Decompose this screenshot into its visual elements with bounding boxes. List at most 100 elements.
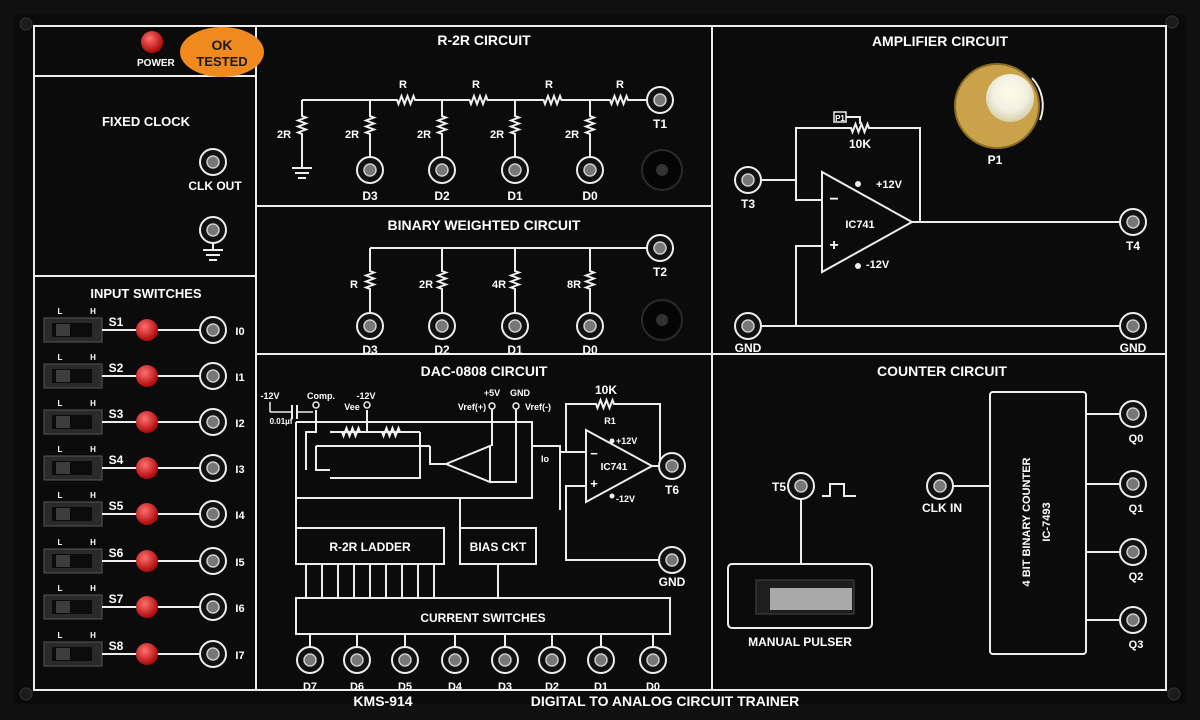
counter-chip-name: 4 BIT BINARY COUNTER [1021,457,1033,586]
dac-vneg-label: -12V [616,494,635,504]
switch-high-label: H [90,631,96,640]
switch-low-label: L [58,491,63,500]
toggle-switch[interactable] [43,363,103,389]
counter-output-socket[interactable] [1119,606,1147,634]
trainer-name: DIGITAL TO ANALOG CIRCUIT TRAINER [531,693,800,709]
counter-output-label: Q3 [1129,639,1144,651]
r2r-rung-label: 2R [277,129,291,141]
binary-input-socket[interactable] [428,312,456,340]
clock-gnd-socket[interactable] [199,216,227,244]
switch-output-socket[interactable] [199,547,227,575]
switch-output-socket[interactable] [199,362,227,390]
dac-bit-socket[interactable] [538,646,566,674]
ground-icon [292,167,312,179]
dac-bit-socket[interactable] [441,646,469,674]
dac-bit-label: D0 [646,681,660,693]
r2r-input-label: D0 [582,189,598,203]
counter-output-socket[interactable] [1119,400,1147,428]
toggle-switch[interactable] [43,455,103,481]
binary-resistor [583,248,597,312]
dac-bit-socket[interactable] [343,646,371,674]
switch-low-label: L [58,584,63,593]
r2r-series-resistor [590,93,648,107]
dac-bit-socket[interactable] [587,646,615,674]
switch-name-label: S2 [109,361,124,375]
switch-output-socket[interactable] [199,316,227,344]
switch-led-icon [136,503,158,525]
dac-output-label: T6 [665,483,679,497]
toggle-switch[interactable] [43,501,103,527]
binary-input-socket[interactable] [356,312,384,340]
dac-gnd-socket[interactable] [658,546,686,574]
r2r-input-socket[interactable] [428,156,456,184]
amp-input-socket[interactable] [734,166,762,194]
r2r-input-socket[interactable] [356,156,384,184]
r2r-rung-label: 2R [345,129,359,141]
toggle-switch[interactable] [43,409,103,435]
dac-vee-v-label: -12V [356,391,375,401]
clk-in-socket[interactable] [926,472,954,500]
amp-opamp [821,170,915,274]
r2r-title: R-2R CIRCUIT [437,32,531,48]
binary-input-label: D3 [362,343,378,357]
amp-output-socket[interactable] [1119,208,1147,236]
switch-output-socket[interactable] [199,640,227,668]
r2r-output-socket[interactable] [646,86,674,114]
dac-internal-resistor [376,425,406,439]
manual-pulser-button[interactable] [755,579,855,615]
toggle-switch[interactable] [43,641,103,667]
counter-output-socket[interactable] [1119,470,1147,498]
switch-output-socket[interactable] [199,593,227,621]
dac-bit-socket[interactable] [391,646,419,674]
toggle-switch[interactable] [43,594,103,620]
toggle-switch[interactable] [43,317,103,343]
ground-icon [203,243,223,261]
switch-high-label: H [90,307,96,316]
dac-internal-resistor [336,425,366,439]
dac-bit-socket[interactable] [296,646,324,674]
r2r-input-socket[interactable] [576,156,604,184]
binary-output-socket[interactable] [646,234,674,262]
r2r-rung-resistor [363,100,377,150]
amp-gnd-socket-left[interactable] [734,312,762,340]
amp-output-label: T4 [1126,239,1140,253]
r2r-series-resistor [515,93,590,107]
amp-gnd-socket-right[interactable] [1119,312,1147,340]
banana-jack[interactable] [641,149,683,191]
ok-tested-sticker: OK TESTED [180,27,264,77]
r2r-series-resistor [442,93,515,107]
switch-output-socket[interactable] [199,408,227,436]
pot-value: 10K [849,137,871,151]
current-switches-label: CURRENT SWITCHES [420,611,545,625]
knob-label: P1 [988,153,1003,167]
dac-bit-socket[interactable] [639,646,667,674]
switch-output-label: I6 [235,603,244,615]
t5-socket[interactable] [787,472,815,500]
potentiometer-knob[interactable] [954,63,1044,149]
binary-input-socket[interactable] [501,312,529,340]
counter-chip-part: IC-7493 [1041,502,1053,541]
dac-bit-socket[interactable] [491,646,519,674]
dac-io-label: Io [541,454,550,464]
switch-name-label: S7 [109,592,124,606]
binary-input-socket[interactable] [576,312,604,340]
clk-out-socket[interactable] [199,148,227,176]
dac-title: DAC-0808 CIRCUIT [421,363,548,379]
amp-vneg-label: -12V [866,259,890,271]
banana-jack[interactable] [641,299,683,341]
switch-output-socket[interactable] [199,500,227,528]
r2r-rung-resistor [583,100,597,150]
dac-bit-label: D1 [594,681,608,693]
r2r-input-socket[interactable] [501,156,529,184]
amp-plus-sign: + [829,237,838,254]
switch-output-socket[interactable] [199,454,227,482]
power-led-icon [141,31,163,53]
dac-output-socket[interactable] [658,452,686,480]
toggle-switch[interactable] [43,548,103,574]
counter-output-socket[interactable] [1119,538,1147,566]
